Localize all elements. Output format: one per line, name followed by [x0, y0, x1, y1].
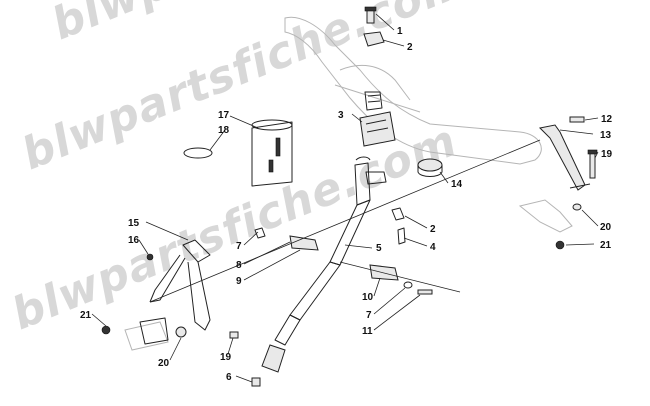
- frame-ghost-left: [124, 317, 169, 351]
- callout-label: 18: [218, 125, 230, 136]
- nut-part: [101, 325, 111, 335]
- callout-label: 20: [600, 222, 612, 233]
- heat-sleeve-part: [251, 119, 293, 187]
- nut-part: [146, 253, 154, 261]
- callout-label: 19: [601, 149, 613, 160]
- callout-label: 12: [601, 114, 613, 125]
- callout-label: 10: [362, 292, 374, 303]
- rod-end-lower-part: [369, 264, 433, 295]
- callout-label: 19: [220, 352, 232, 363]
- tie-rod-lower-part: [391, 207, 406, 245]
- right-bracket-part: [538, 124, 591, 191]
- frame-ghost-right: [518, 199, 573, 233]
- upper-clamp-part: [363, 31, 385, 47]
- bolt-part: [569, 116, 585, 123]
- rod-end-part: [254, 227, 319, 251]
- washer-part: [175, 326, 187, 338]
- callout-label: 6: [226, 372, 232, 383]
- callout-label: 2: [407, 42, 413, 53]
- callout-label: 4: [430, 242, 436, 253]
- washer-part: [572, 203, 582, 211]
- leader-lines: [91, 13, 599, 383]
- callout-label: 9: [236, 276, 242, 287]
- bushing-part: [417, 158, 443, 177]
- callout-label: 11: [362, 326, 373, 337]
- steering-post-part: [261, 156, 387, 373]
- nut-part: [555, 240, 565, 250]
- bolt-part: [229, 331, 239, 339]
- callout-label: 16: [128, 235, 140, 246]
- callout-label: 3: [338, 110, 344, 121]
- handlebar-outline: [284, 16, 542, 165]
- pitman-arm-part: [149, 239, 211, 331]
- construction-lines: [149, 139, 541, 303]
- callout-label: 15: [128, 218, 140, 229]
- callout-label: 17: [218, 110, 230, 121]
- callout-label: 7: [236, 241, 242, 252]
- steering-clamp-part: [359, 91, 396, 147]
- callout-label: 7: [366, 310, 372, 321]
- callout-label: 8: [236, 260, 242, 271]
- callout-labels: 1 2 3 17 18 12 13 19 14 2 4 5 15 16 7 8 …: [80, 26, 613, 383]
- callout-label: 20: [158, 358, 170, 369]
- bolt-part: [587, 149, 598, 179]
- callout-label: 13: [600, 130, 612, 141]
- callout-label: 21: [600, 240, 612, 251]
- callout-label: 1: [397, 26, 403, 37]
- callout-label: 5: [376, 243, 382, 254]
- callout-label: 14: [451, 179, 463, 190]
- clip-ring-part: [183, 147, 213, 159]
- callout-label: 2: [430, 224, 436, 235]
- bolt-part: [251, 377, 261, 387]
- handlebar-bolt-part: [364, 6, 377, 24]
- callout-label: 21: [80, 310, 92, 321]
